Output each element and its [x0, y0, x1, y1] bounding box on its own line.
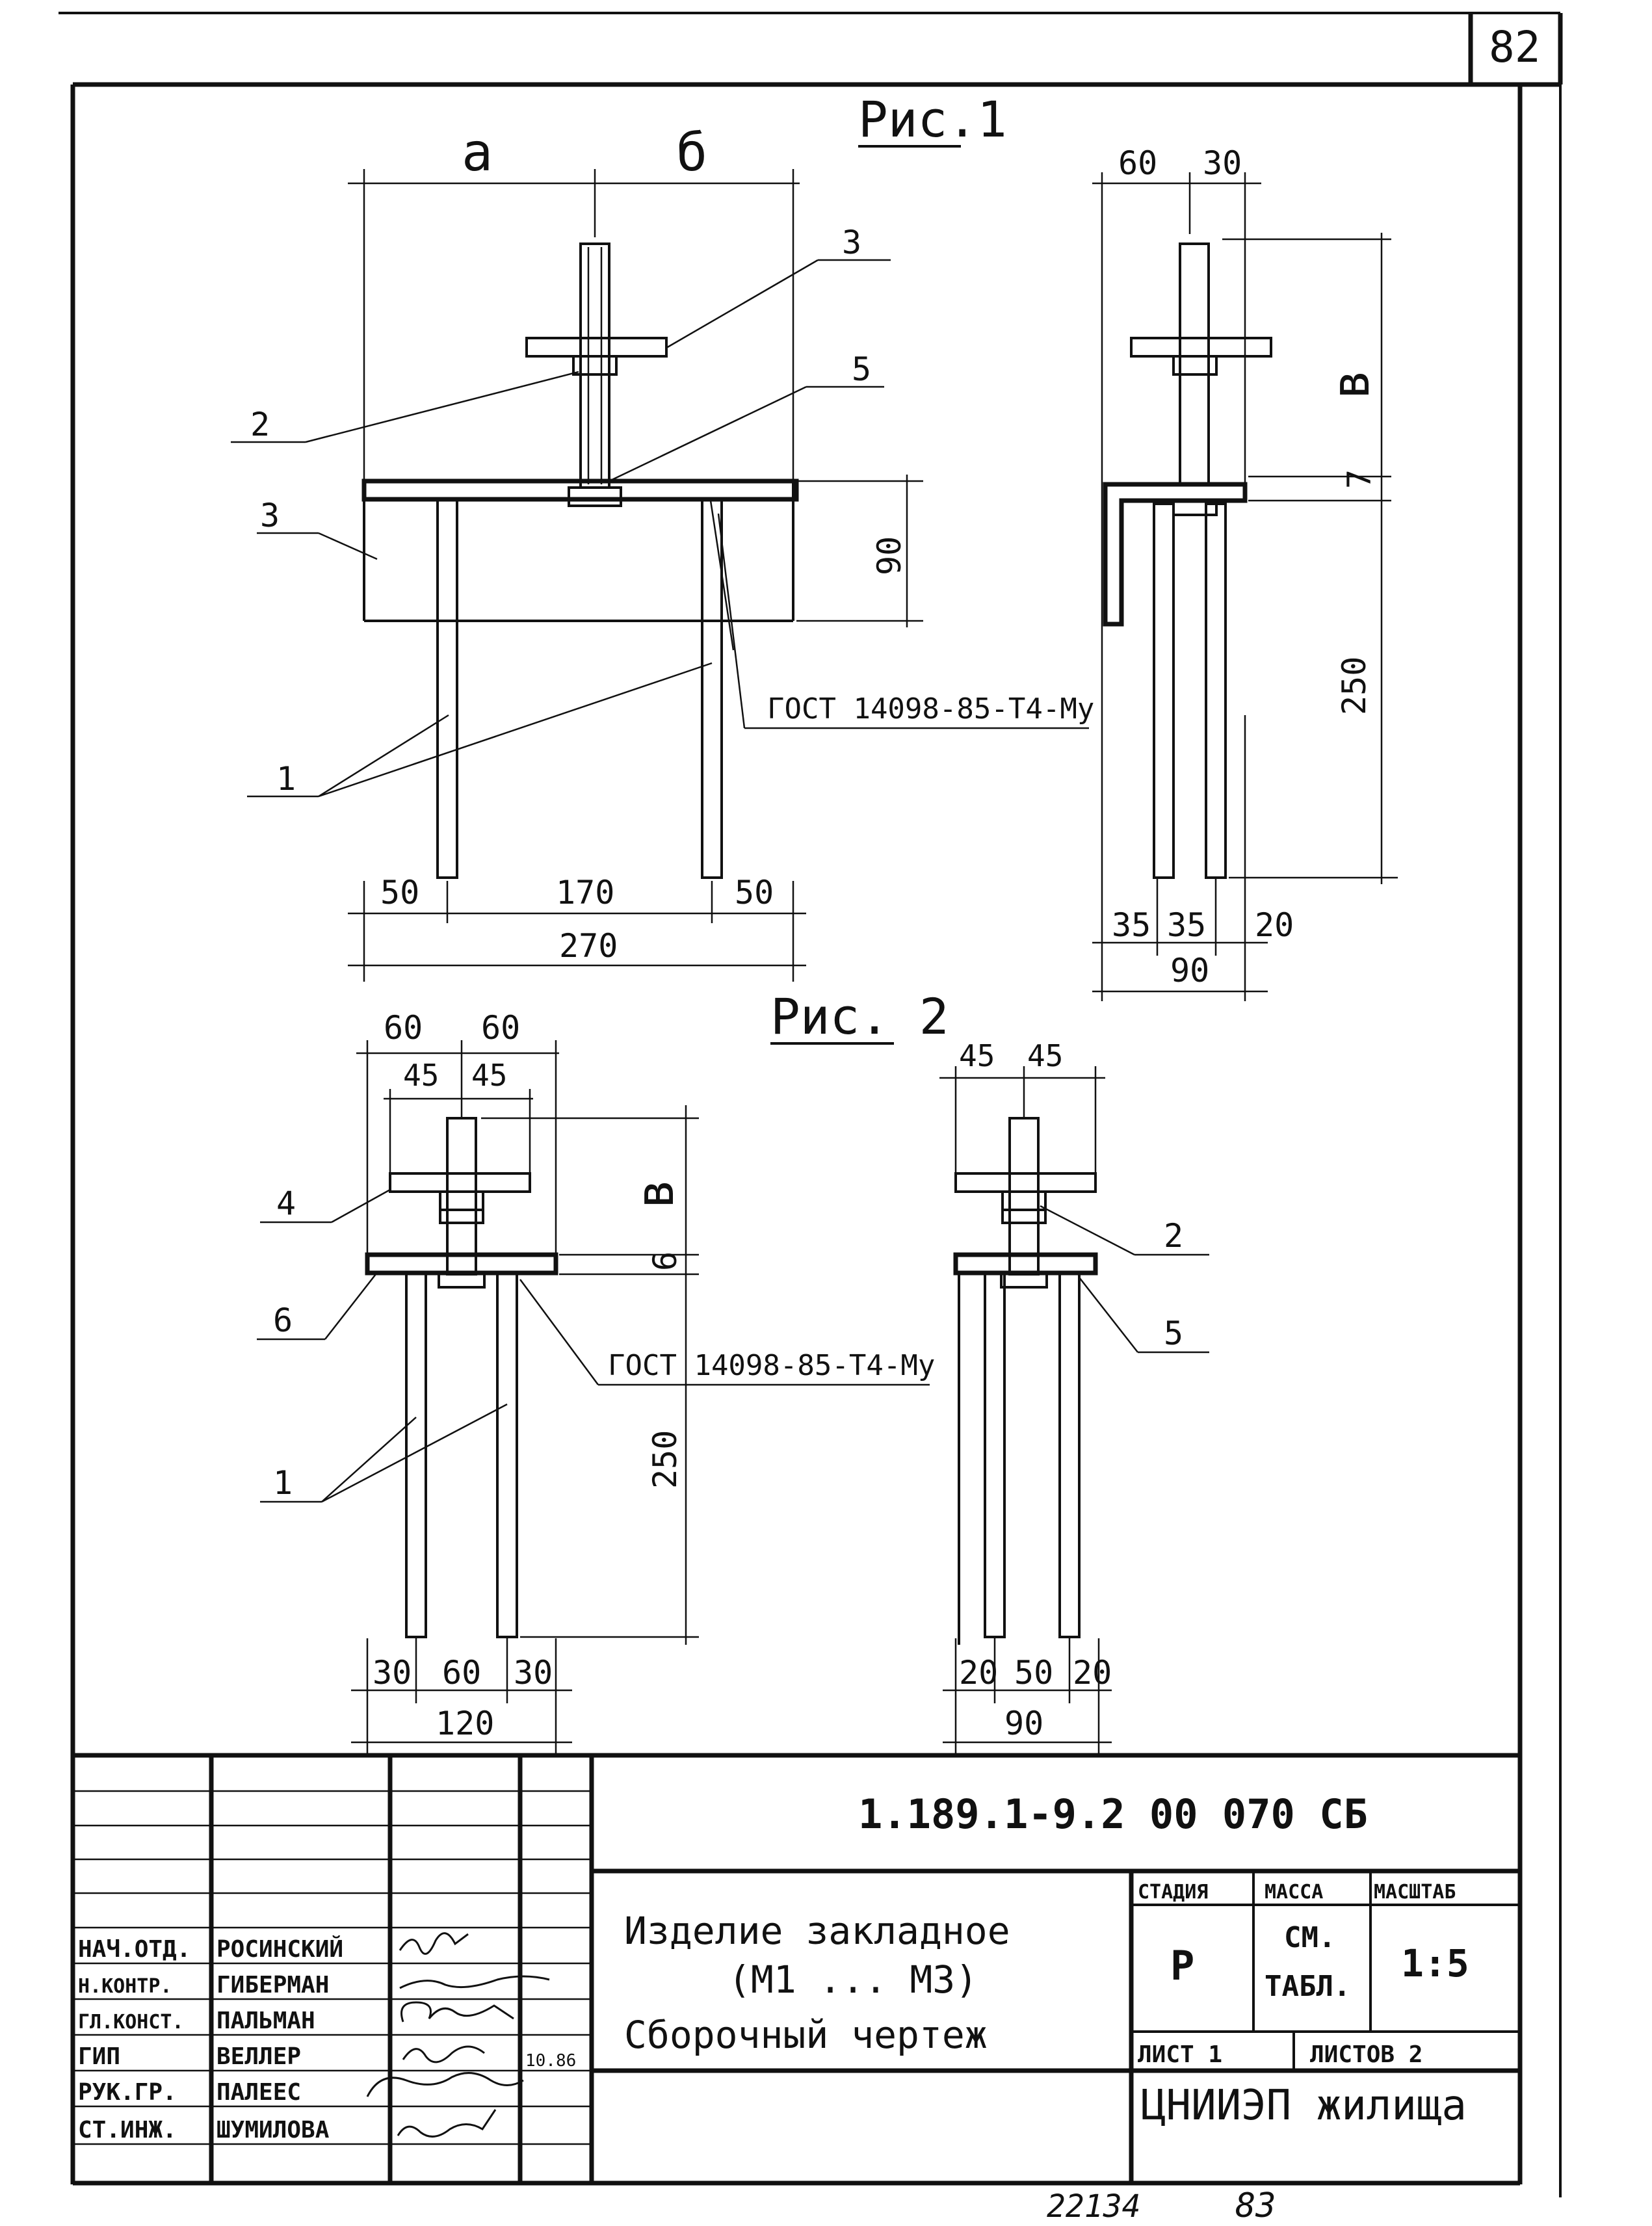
signature-5	[397, 2109, 497, 2138]
dim-45b-side: 45	[1027, 1038, 1063, 1073]
scale-value: 1:5	[1401, 1941, 1469, 1985]
dim-a: а	[462, 122, 493, 183]
scale-header: МАСШТАБ	[1374, 1881, 1456, 1904]
drawing-frame	[70, 82, 1562, 2197]
approval-date: 10.86	[525, 2051, 576, 2071]
callout-3-top: 3	[842, 224, 861, 261]
inventory-number: 22134	[1047, 2188, 1141, 2225]
dim-90: 90	[871, 536, 908, 575]
dim-50: 50	[1014, 1654, 1053, 1692]
dim-35a: 35	[1112, 906, 1151, 944]
next-page-number: 83	[1235, 2186, 1276, 2225]
dim-7: 7	[1341, 469, 1378, 489]
gost-note-fig2: ГОСТ 14098-85-Т4-Мy	[608, 1349, 935, 1382]
name-5: ШУМИЛОВА	[216, 2117, 330, 2143]
dim-30a: 30	[373, 1654, 412, 1692]
dim-6: 6	[646, 1251, 684, 1271]
dim-v-fig2: в	[625, 1178, 685, 1209]
dim-30: 30	[1203, 144, 1242, 182]
title-line-3: Сборочный чертеж	[624, 2013, 988, 2057]
mass-value-1: СМ.	[1284, 1921, 1335, 1954]
callout-4: 4	[276, 1185, 296, 1222]
footer: 22134 83	[1047, 2186, 1276, 2225]
dim-50-left: 50	[380, 874, 419, 911]
name-1: ГИБЕРМАН	[216, 1972, 329, 1998]
dim-270: 270	[559, 927, 618, 965]
name-2: ПАЛЬМАН	[216, 2008, 315, 2034]
callout-1-fig2: 1	[273, 1464, 293, 1502]
name-4: ПАЛЕЕС	[216, 2079, 301, 2106]
dim-60: 60	[1118, 144, 1157, 182]
dim-250-fig2: 250	[646, 1430, 684, 1489]
dim-v: в	[1320, 369, 1381, 400]
dim-60-fig2: 60	[442, 1654, 481, 1692]
organization: ЦНИИЭП жилища	[1141, 2082, 1467, 2130]
sheet-number: 82	[1489, 22, 1540, 72]
mass-header: МАССА	[1265, 1881, 1323, 1904]
dim-30b: 30	[514, 1654, 553, 1692]
fig2-side-view: 45 45 2 5 20 50 20 90	[939, 1038, 1209, 1755]
sheet-number-box: 82	[59, 12, 1563, 85]
callout-5-fig2: 5	[1164, 1315, 1183, 1352]
sheets-label: ЛИСТОВ 2	[1310, 2041, 1423, 2068]
mass-value-2: ТАБЛ.	[1265, 1970, 1350, 2003]
callout-2-fig2: 2	[1164, 1217, 1183, 1255]
dim-b: б	[676, 122, 707, 183]
dim-170: 170	[556, 874, 614, 911]
stage-value: Р	[1170, 1942, 1194, 1989]
fig2-title: Рис. 2	[770, 988, 949, 1045]
title-line-2: (М1 ... М3)	[728, 1958, 978, 2002]
callout-1: 1	[276, 760, 296, 798]
role-0: НАЧ.ОТД.	[78, 1936, 190, 1963]
dim-20: 20	[1255, 906, 1294, 944]
role-2: ГЛ.КОНСТ.	[78, 2011, 184, 2034]
dim-45b: 45	[471, 1058, 507, 1093]
fig1-side-view: 60 30 в 7 250 35 35 20 90	[1092, 144, 1398, 1001]
name-0: РОСИНСКИЙ	[216, 1935, 343, 1963]
signature-2	[400, 2001, 514, 2023]
dim-90-side: 90	[1170, 952, 1209, 989]
signature-0	[399, 1932, 469, 1955]
dim-90-fig2: 90	[1004, 1705, 1043, 1742]
document-code: 1.189.1-9.2 00 070 СБ	[858, 1790, 1368, 1838]
dim-20b: 20	[1073, 1654, 1112, 1692]
name-3: ВЕЛЛЕР	[216, 2043, 301, 2070]
dim-45a: 45	[403, 1058, 439, 1093]
sheet-label: ЛИСТ 1	[1138, 2041, 1222, 2068]
callout-5: 5	[852, 350, 871, 388]
dim-45a-side: 45	[959, 1038, 995, 1073]
dim-20a: 20	[959, 1654, 998, 1692]
dim-60a: 60	[384, 1009, 423, 1047]
signature-3	[402, 2045, 485, 2063]
callout-6: 6	[273, 1302, 293, 1339]
stage-header: СТАДИЯ	[1138, 1881, 1208, 1904]
dim-35b: 35	[1167, 906, 1206, 944]
dim-120: 120	[436, 1705, 494, 1742]
signature-1	[399, 1975, 550, 1989]
fig2-front-view: Рис. 2 60 60 45 45 в 6 250 4	[257, 988, 949, 1755]
callout-2: 2	[250, 406, 270, 443]
title-line-1: Изделие закладное	[624, 1909, 1010, 1953]
dim-250: 250	[1335, 657, 1373, 715]
role-3: ГИП	[78, 2043, 120, 2070]
signature-4	[366, 2072, 524, 2097]
role-4: РУК.ГР.	[78, 2079, 177, 2106]
callout-3-left: 3	[260, 497, 280, 534]
gost-note-fig1: ГОСТ 14098-85-Т4-Мy	[767, 692, 1094, 726]
fig1-title: Рис.1	[858, 90, 1007, 148]
dim-50-right: 50	[735, 874, 774, 911]
title-block: НАЧ.ОТД. РОСИНСКИЙ Н.КОНТР. ГИБЕРМАН ГЛ.…	[73, 1753, 1520, 2183]
role-5: СТ.ИНЖ.	[78, 2117, 177, 2143]
role-1: Н.КОНТР.	[78, 1975, 172, 1998]
fig1-front-view: Рис.1 а б 90 3 2	[231, 90, 1094, 982]
dim-60b: 60	[481, 1009, 520, 1047]
